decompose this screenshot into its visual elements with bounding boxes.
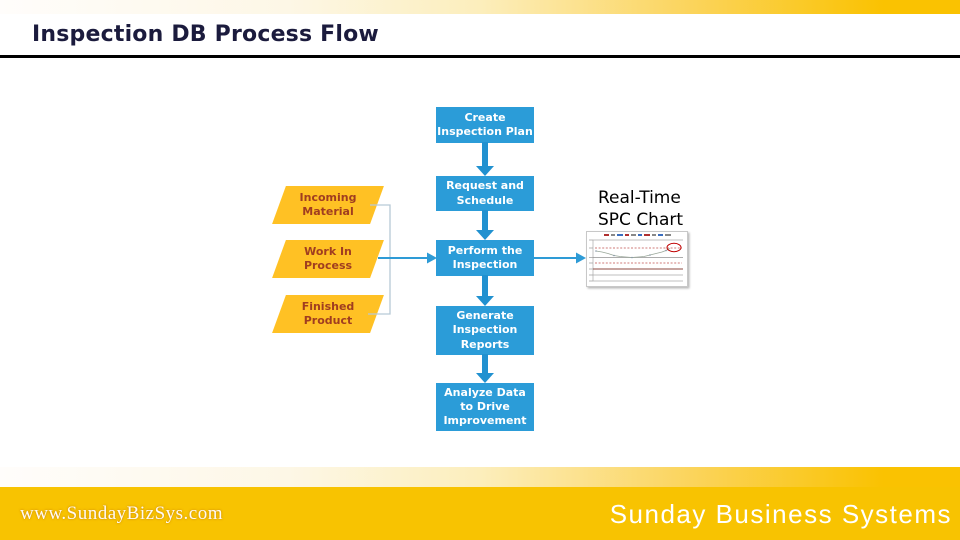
top-accent-bar [0, 0, 960, 14]
step-create-inspection-plan: Create Inspection Plan [436, 107, 534, 143]
arrow-to-perform [378, 252, 437, 264]
input-finished-product: Finished Product [272, 295, 384, 333]
arrow-to-chart [534, 252, 586, 264]
title-divider [0, 55, 960, 58]
footer-company-name: Sunday Business Systems [609, 499, 952, 529]
spc-chart-thumbnail [586, 231, 688, 287]
step-analyze-data: Analyze Data to Drive Improvement [436, 383, 534, 431]
input-label: Incoming Material [299, 190, 357, 218]
input-label: Finished Product [301, 299, 355, 327]
chart-ticks [589, 239, 593, 282]
data-points [595, 249, 667, 259]
footer-bar [0, 487, 960, 540]
chart-title-dashes [604, 234, 671, 236]
footer-accent-strip [0, 467, 960, 487]
page-title: Inspection DB Process Flow [32, 22, 379, 47]
spc-chart-label: Real-Time SPC Chart [598, 188, 684, 231]
spc-chart-graphic [586, 231, 688, 287]
footer-website-link[interactable]: www.SundayBizSys.com [20, 503, 223, 524]
step-perform-the-inspection: Perform the Inspection [436, 240, 534, 276]
chart-axes [592, 239, 683, 282]
input-label: Work In Process [303, 244, 353, 272]
step-generate-inspection-reports: Generate Inspection Reports [436, 306, 534, 355]
step-request-and-schedule: Request and Schedule [436, 176, 534, 211]
input-work-in-process: Work In Process [272, 240, 384, 278]
input-incoming-material: Incoming Material [272, 186, 384, 224]
out-of-control-annotation [666, 242, 682, 253]
data-line [595, 248, 671, 258]
